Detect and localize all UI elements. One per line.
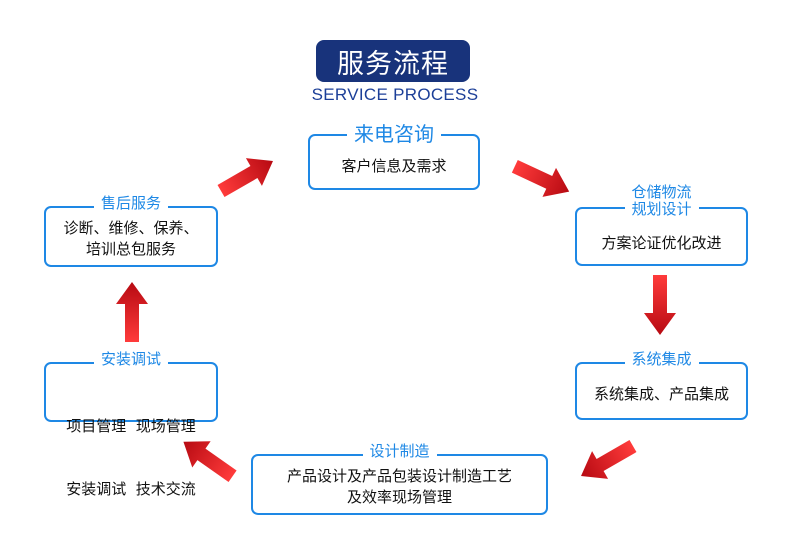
arrow-planning-to-integration [644,275,676,335]
arrow-installation-to-after-sales [116,282,148,342]
step-after-sales-desc: 诊断、维修、保养、 培训总包服务 [46,218,216,260]
arrow-after-sales-to-consult [213,147,281,205]
step-after-sales-title: 售后服务 [93,194,169,213]
step-planning-title-line1: 仓储物流 [631,183,692,201]
arrow-integration-to-manufacturing [573,432,641,490]
step-after-sales-desc-line2: 培训总包服务 [85,240,176,258]
arrow-manufacturing-to-installation [174,428,242,490]
step-integration-title: 系统集成 [624,350,699,369]
step-after-sales-desc-line1: 诊断、维修、保养、 [63,219,199,237]
step-installation-desc-line2: 安装调试 技术交流 [66,480,196,498]
step-installation-title: 安装调试 [93,350,169,369]
step-manufacturing-title: 设计制造 [362,442,437,461]
step-integration-desc: 系统集成、产品集成 [593,385,729,403]
step-manufacturing-desc-line1: 产品设计及产品包装设计制造工艺 [286,467,512,485]
step-installation-desc: 项目管理 现场管理 安装调试 技术交流 [46,374,216,542]
step-planning-desc: 方案论证优化改进 [601,234,722,252]
step-manufacturing-desc: 产品设计及产品包装设计制造工艺 及效率现场管理 [253,466,546,508]
step-integration: 系统集成 系统集成、产品集成 [575,350,748,420]
step-consult-desc: 客户信息及需求 [341,157,447,175]
step-planning-title: 仓储物流 规划设计 [624,183,699,219]
step-consult: 来电咨询 客户信息及需求 [308,123,480,190]
arrow-consult-to-planning [508,151,576,207]
step-installation: 安装调试 项目管理 现场管理 安装调试 技术交流 [44,350,218,498]
step-planning: 仓储物流 规划设计 方案论证优化改进 [575,183,748,266]
step-consult-title: 来电咨询 [347,123,441,146]
page-subtitle: SERVICE PROCESS [311,85,479,104]
step-installation-desc-line1: 项目管理 现场管理 [66,417,196,435]
step-planning-title-line2: 规划设计 [631,200,692,219]
step-manufacturing: 设计制造 产品设计及产品包装设计制造工艺 及效率现场管理 [251,442,548,515]
step-manufacturing-desc-line2: 及效率现场管理 [346,488,452,506]
page-title: 服务流程 [316,40,470,82]
step-after-sales: 售后服务 诊断、维修、保养、 培训总包服务 [44,194,218,267]
